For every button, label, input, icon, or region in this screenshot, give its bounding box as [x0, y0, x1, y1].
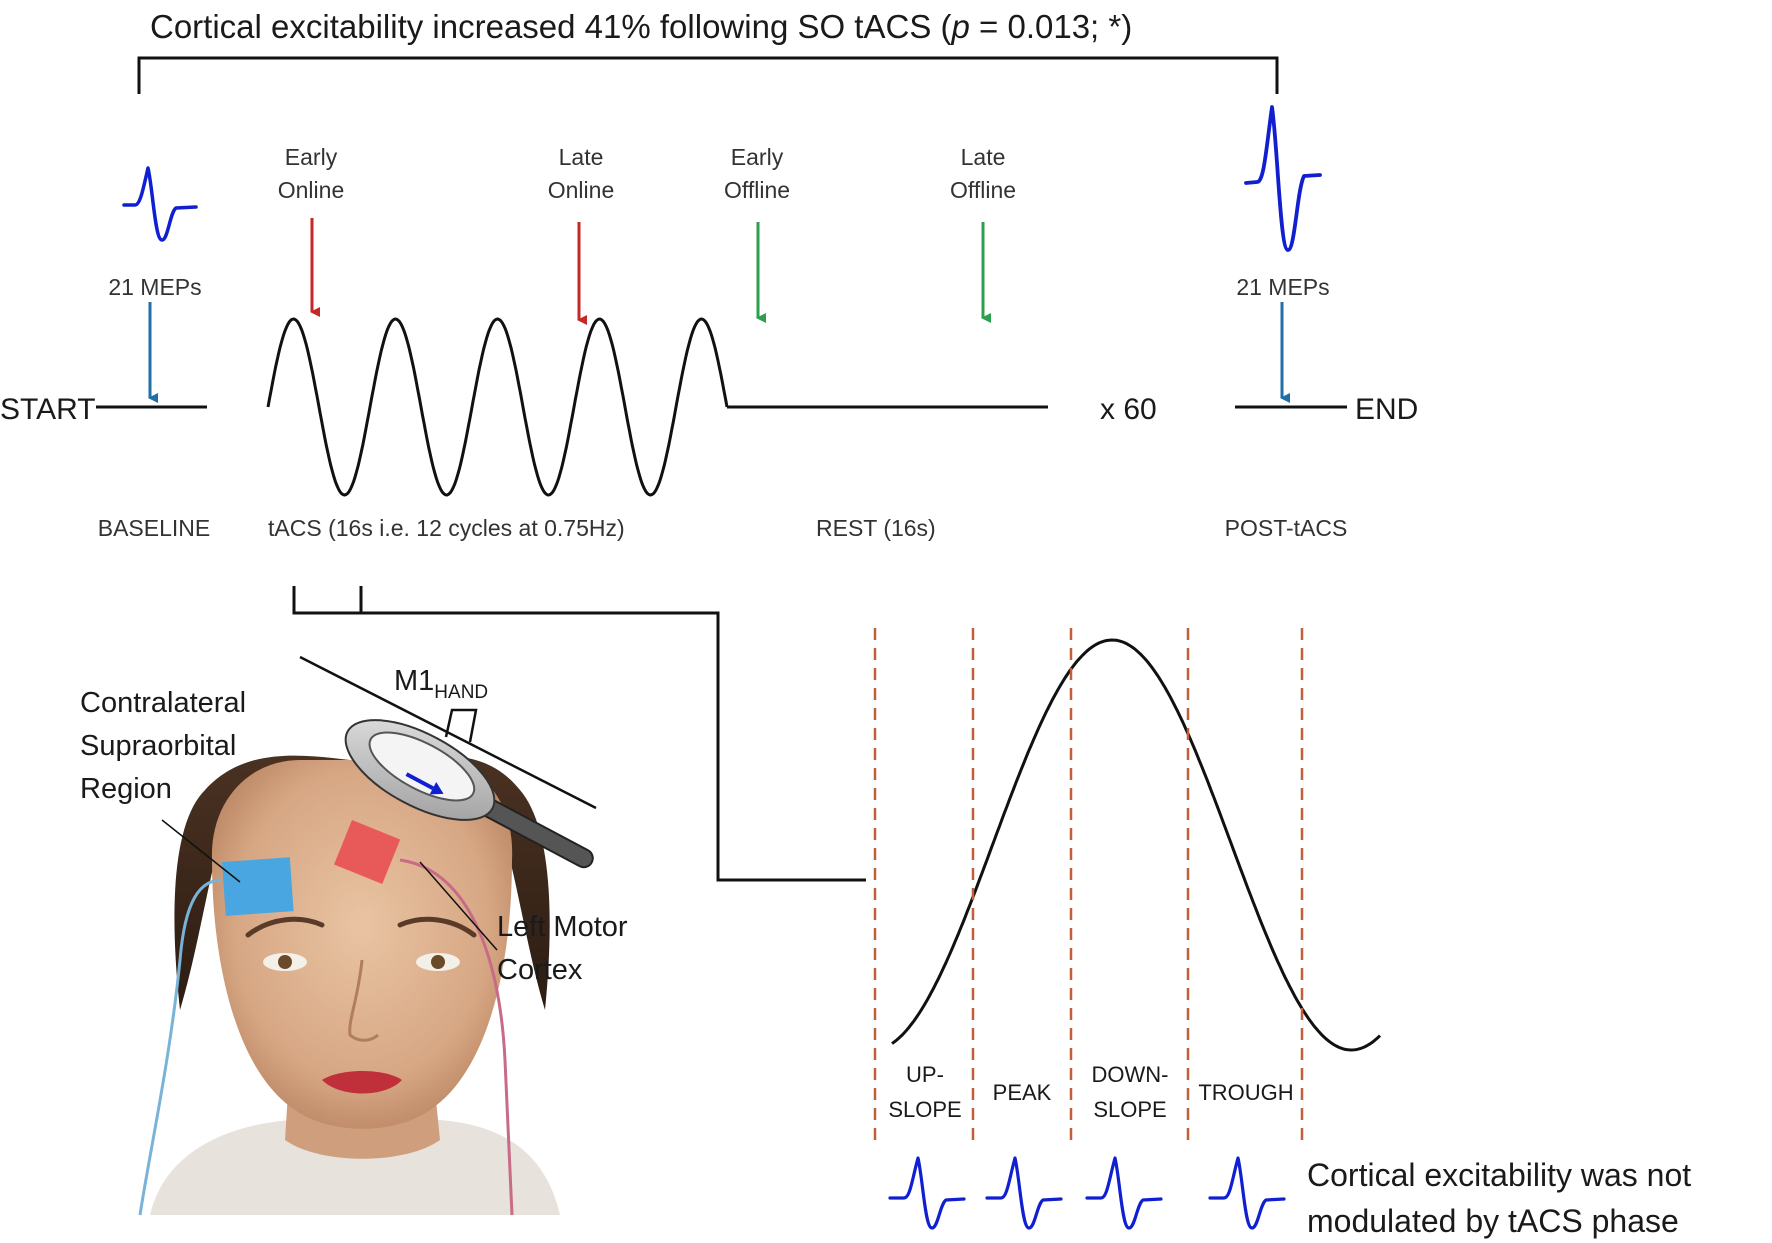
- phase-dividers: [873, 628, 1304, 1140]
- title-text: Cortical excitability increased 41% foll…: [150, 8, 1132, 45]
- marker-late-online-line2: Online: [548, 177, 614, 203]
- zoom-connector: [292, 586, 866, 882]
- phase-mep-1: [888, 1156, 966, 1230]
- shoulders: [150, 1120, 560, 1215]
- motor-label-1: Left Motor: [497, 911, 628, 943]
- marker-late-offline-line2: Offline: [950, 177, 1016, 203]
- repeat-label: x 60: [1100, 393, 1157, 426]
- phase-mep-2: [985, 1156, 1063, 1230]
- supraorbital-label-3: Region: [80, 773, 172, 805]
- marker-early-online-line1: Early: [285, 144, 338, 170]
- motor-cortex-electrode: [334, 820, 401, 884]
- start-label: START: [0, 393, 96, 426]
- phase-mep-3: [1085, 1156, 1163, 1230]
- baseline-meps-label: 21 MEPs: [108, 274, 201, 300]
- coil-direction-arrowhead: [429, 782, 444, 795]
- phase-tacs: tACS (16s i.e. 12 cycles at 0.75Hz): [268, 515, 625, 541]
- marker-early-offline: Early Offline: [724, 144, 790, 323]
- post-mep-waveform: [1244, 105, 1322, 252]
- marker-late-online-line1: Late: [559, 144, 604, 170]
- phase-baseline: BASELINE: [98, 515, 211, 541]
- left-eyebrow: [245, 916, 325, 938]
- wave-phase-trough: TROUGH: [1198, 1080, 1293, 1105]
- pink-wire: [399, 858, 514, 1216]
- supraorbital-label-1: Contralateral: [80, 687, 246, 719]
- marker-late-offline-line1: Late: [961, 144, 1006, 170]
- marker-early-online-line2: Online: [278, 177, 344, 203]
- m1-stub: [444, 708, 478, 743]
- blue-wire: [138, 878, 223, 1216]
- post-meps-label: 21 MEPs: [1236, 274, 1329, 300]
- marker-late-online: Late Online: [548, 144, 614, 325]
- single-cycle-wave: [891, 638, 1382, 1052]
- left-iris: [278, 955, 292, 969]
- comparison-bracket: [137, 56, 1279, 94]
- coil-inner: [368, 731, 476, 802]
- baseline-mep-waveform: [122, 166, 198, 242]
- tacs-sine-wave: [266, 317, 729, 497]
- motor-leader: [419, 861, 498, 951]
- motor-label-2: Cortex: [497, 954, 583, 986]
- marker-early-offline-line2: Offline: [724, 177, 790, 203]
- phase-post-tacs: POST-tACS: [1225, 515, 1348, 541]
- tms-coil: [344, 719, 594, 869]
- phase-mep-4: [1208, 1156, 1286, 1230]
- supraorbital-electrode: [221, 857, 294, 916]
- marker-late-offline: Late Offline: [950, 144, 1016, 323]
- wave-phase-peak: PEAK: [993, 1080, 1052, 1105]
- nose: [348, 959, 379, 1042]
- wave-phase-upslope-1: UP-: [906, 1062, 944, 1087]
- lips: [322, 1071, 402, 1094]
- phase-rest: REST (16s): [816, 515, 936, 541]
- right-iris: [431, 955, 445, 969]
- coil-label: M1HAND: [394, 665, 488, 703]
- wave-phase-downslope-1: DOWN-: [1092, 1062, 1169, 1087]
- face: [211, 760, 513, 1129]
- wave-phase-upslope-2: SLOPE: [888, 1097, 961, 1122]
- marker-early-online: Early Online: [278, 144, 344, 317]
- coil-direction-arrow: [405, 772, 434, 790]
- supraorbital-label-2: Supraorbital: [80, 730, 236, 762]
- bottom-note-1: Cortical excitability was not: [1307, 1157, 1691, 1193]
- marker-early-offline-line1: Early: [731, 144, 784, 170]
- bottom-note-2: modulated by tACS phase: [1307, 1203, 1679, 1239]
- phase-meps: [888, 1156, 1286, 1230]
- end-label: END: [1355, 393, 1418, 426]
- supraorbital-leader: [161, 819, 241, 883]
- wave-phase-downslope-2: SLOPE: [1093, 1097, 1166, 1122]
- right-eyebrow: [397, 916, 477, 938]
